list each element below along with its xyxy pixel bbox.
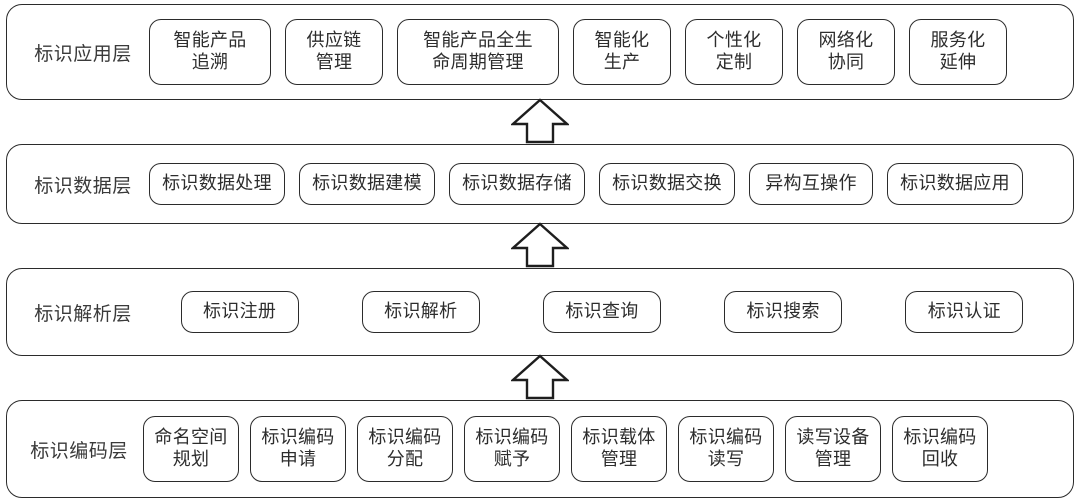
node-application-0[interactable]: 智能产品 追溯 — [149, 19, 271, 85]
node-data-3[interactable]: 标识数据交换 — [599, 163, 735, 205]
node-application-4[interactable]: 个性化 定制 — [685, 19, 783, 85]
node-application-6[interactable]: 服务化 延伸 — [909, 19, 1007, 85]
node-resolution-3[interactable]: 标识搜索 — [724, 291, 843, 333]
node-strip-application: 智能产品 追溯 供应链 管理 智能产品全生 命周期管理 智能化 生产 个性化 定… — [149, 5, 1073, 99]
node-coding-3[interactable]: 标识编码 赋予 — [464, 416, 560, 482]
layer-data: 标识数据层 标识数据处理 标识数据建模 标识数据存储 标识数据交换 异构互操作 … — [6, 144, 1074, 224]
up-arrow-icon-data-to-application — [511, 98, 569, 144]
node-resolution-0[interactable]: 标识注册 — [180, 291, 299, 333]
node-coding-7[interactable]: 标识编码 回收 — [892, 416, 988, 482]
node-data-4[interactable]: 异构互操作 — [749, 163, 873, 205]
layer-coding: 标识编码层 命名空间 规划 标识编码 申请 标识编码 分配 标识编码 赋予 标识… — [6, 400, 1074, 498]
node-coding-4[interactable]: 标识载体 管理 — [571, 416, 667, 482]
node-strip-data: 标识数据处理 标识数据建模 标识数据存储 标识数据交换 异构互操作 标识数据应用 — [149, 145, 1073, 223]
layer-application: 标识应用层 智能产品 追溯 供应链 管理 智能产品全生 命周期管理 智能化 生产… — [6, 4, 1074, 100]
node-coding-1[interactable]: 标识编码 申请 — [250, 416, 346, 482]
up-arrow-icon-coding-to-resolution — [511, 354, 569, 400]
node-application-5[interactable]: 网络化 协同 — [797, 19, 895, 85]
node-strip-resolution: 标识注册 标识解析 标识查询 标识搜索 标识认证 — [149, 269, 1073, 355]
node-application-1[interactable]: 供应链 管理 — [285, 19, 383, 85]
layer-label-application: 标识应用层 — [34, 42, 132, 65]
node-coding-2[interactable]: 标识编码 分配 — [357, 416, 453, 482]
layer-label-coding: 标识编码层 — [30, 439, 128, 462]
node-strip-coding: 命名空间 规划 标识编码 申请 标识编码 分配 标识编码 赋予 标识载体 管理 … — [143, 401, 1073, 497]
node-resolution-2[interactable]: 标识查询 — [542, 291, 661, 333]
layer-resolution: 标识解析层 标识注册 标识解析 标识查询 标识搜索 标识认证 — [6, 268, 1074, 356]
node-coding-0[interactable]: 命名空间 规划 — [143, 416, 239, 482]
layer-label-data: 标识数据层 — [34, 174, 132, 197]
node-coding-5[interactable]: 标识编码 读写 — [678, 416, 774, 482]
node-data-5[interactable]: 标识数据应用 — [887, 163, 1023, 205]
node-resolution-4[interactable]: 标识认证 — [905, 291, 1024, 333]
node-resolution-1[interactable]: 标识解析 — [361, 291, 480, 333]
node-application-2[interactable]: 智能产品全生 命周期管理 — [397, 19, 559, 85]
node-data-1[interactable]: 标识数据建模 — [299, 163, 435, 205]
node-data-2[interactable]: 标识数据存储 — [449, 163, 585, 205]
node-application-3[interactable]: 智能化 生产 — [573, 19, 671, 85]
up-arrow-icon-resolution-to-data — [511, 222, 569, 268]
node-coding-6[interactable]: 读写设备 管理 — [785, 416, 881, 482]
node-data-0[interactable]: 标识数据处理 — [149, 163, 285, 205]
layer-label-resolution: 标识解析层 — [34, 302, 132, 325]
